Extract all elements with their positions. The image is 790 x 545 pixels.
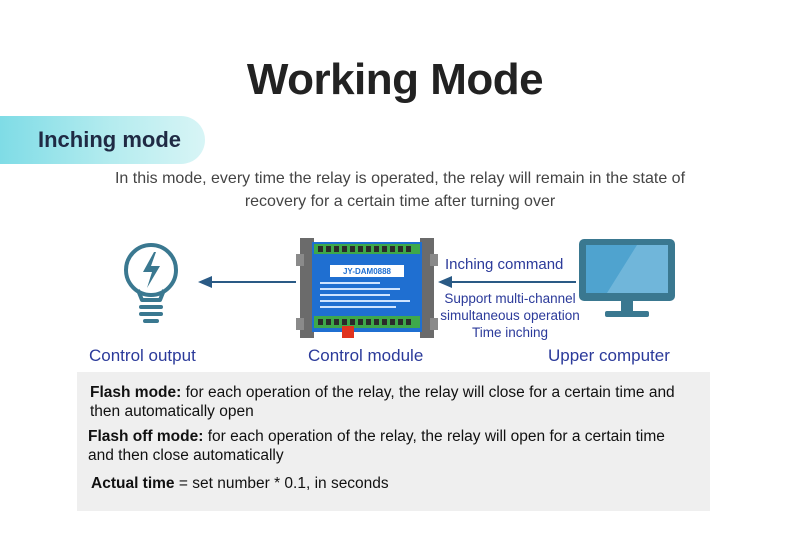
mode-label: Inching mode bbox=[38, 127, 181, 152]
mode-label-banner: Inching mode bbox=[0, 116, 205, 164]
flash-mode-text: for each operation of the relay, the rel… bbox=[90, 384, 675, 420]
output-arrow bbox=[198, 276, 296, 288]
command-arrow bbox=[438, 276, 576, 288]
flash-off-mode-text: for each operation of the relay, the rel… bbox=[88, 428, 665, 464]
info-box bbox=[77, 372, 710, 511]
flash-off-mode-paragraph: Flash off mode: for each operation of th… bbox=[88, 427, 688, 465]
flash-mode-term: Flash mode: bbox=[90, 384, 182, 401]
flash-mode-paragraph: Flash mode: for each operation of the re… bbox=[90, 383, 700, 421]
actual-time-term: Actual time bbox=[91, 475, 175, 492]
caption-control-output: Control output bbox=[89, 346, 196, 365]
control-module-device: JY-DAM0888 bbox=[296, 238, 438, 338]
caption-control-module: Control module bbox=[308, 346, 424, 365]
module-model-label: JY-DAM0888 bbox=[343, 267, 392, 276]
support-line: Support multi-channel bbox=[444, 291, 576, 306]
flash-off-mode-term: Flash off mode: bbox=[88, 428, 204, 445]
inching-command-label: Inching command bbox=[445, 256, 564, 273]
page-title: Working Mode bbox=[246, 55, 544, 104]
actual-time-text: = set number * 0.1, in seconds bbox=[174, 475, 389, 492]
lightbulb-icon bbox=[124, 243, 178, 323]
support-text: Support multi-channel simultaneous opera… bbox=[434, 290, 586, 341]
actual-time-paragraph: Actual time = set number * 0.1, in secon… bbox=[91, 474, 691, 493]
monitor-icon bbox=[579, 239, 675, 317]
caption-upper-computer: Upper computer bbox=[548, 346, 670, 365]
support-line: Time inching bbox=[471, 325, 549, 340]
mode-description: In this mode, every time the relay is op… bbox=[114, 170, 686, 210]
support-line: simultaneous operation bbox=[440, 308, 580, 323]
